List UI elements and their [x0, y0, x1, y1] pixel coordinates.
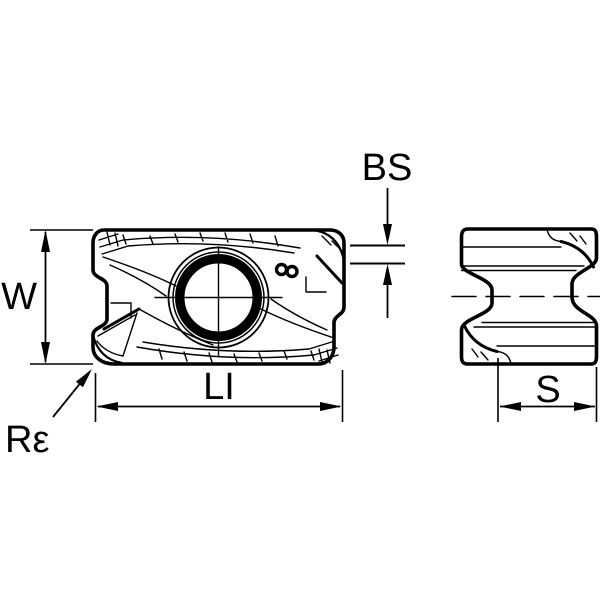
li-arrow-right [320, 402, 342, 411]
insert-side-view [451, 227, 600, 366]
bs-arrow-up [383, 264, 392, 285]
w-arrow-down [41, 342, 50, 364]
li-extension-lines [94, 370, 344, 422]
w-arrow-up [41, 230, 50, 252]
facet-lines [98, 231, 301, 319]
dimension-w: W [1, 229, 93, 365]
s-arrow-left [499, 402, 521, 411]
s-label: S [535, 369, 560, 411]
bs-extension-lines [350, 244, 405, 265]
corner-wedge-top-right-edge [315, 254, 344, 285]
hole-centerlines [154, 246, 283, 358]
s-extension-lines [497, 358, 598, 422]
corner-face-bottom-left [91, 333, 124, 365]
bs-arrow-down [383, 224, 392, 245]
s-arrow-right [574, 402, 596, 411]
brand-mark-right-circle [285, 264, 299, 279]
insert-top-view [91, 228, 346, 366]
side-corner-face-edge [559, 240, 595, 269]
w-extension-lines [30, 229, 93, 365]
r-epsilon-arrow [75, 369, 92, 388]
side-facet-lines [460, 228, 587, 272]
bs-label: BS [362, 147, 413, 189]
dimension-bs: BS [350, 147, 412, 318]
li-arrow-left [96, 402, 118, 411]
li-label: LI [203, 366, 235, 408]
r-epsilon-leader-line [52, 380, 83, 418]
side-view-top-facets [460, 228, 595, 272]
corner-wedge-top-right-thin [321, 235, 341, 250]
corner-wedge-bottom-left-edge [102, 307, 141, 331]
w-label: W [1, 276, 37, 318]
chipbreaker-facets [98, 231, 301, 319]
dimension-s: S [497, 358, 598, 422]
r-epsilon-label: Rε [5, 419, 49, 461]
corner-wedge-bottom-left-thin [96, 308, 214, 357]
brand-mark-icon [274, 262, 299, 279]
dimension-li: LI [94, 366, 344, 422]
dimension-r-epsilon: Rε [5, 369, 92, 461]
corner-face-top-right [314, 229, 346, 263]
